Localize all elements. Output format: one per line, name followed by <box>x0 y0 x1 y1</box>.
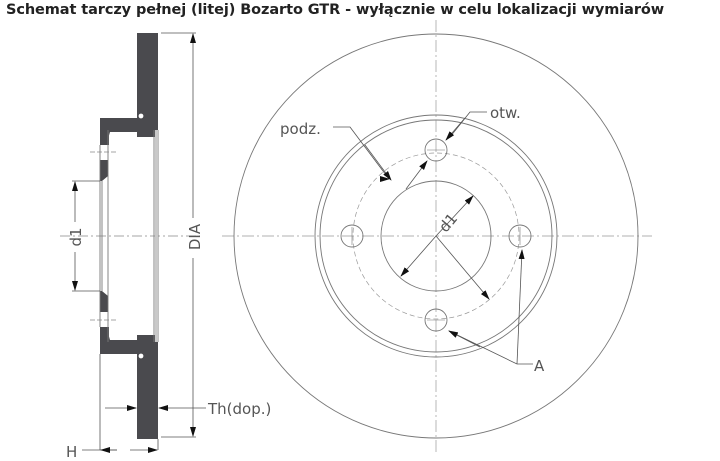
thickness-label: Th(dop.) <box>207 400 271 418</box>
pcd-dim-arrow-b <box>435 235 490 300</box>
joint-notch-bottom <box>138 353 144 359</box>
bolt-hole-label: otw. <box>490 104 521 122</box>
bolt-hole-leader <box>449 111 487 138</box>
hat-wall-top-a <box>100 118 109 145</box>
hat-bottom-flange <box>100 342 158 354</box>
bolt-hole-arrow-top <box>445 117 466 141</box>
bolt-hole-bottom <box>424 308 448 332</box>
bolt-circle <box>352 152 520 320</box>
side-view: d1 DIA Th(dop.) H <box>60 32 271 461</box>
bore-dim-arrow-a <box>435 195 474 237</box>
hat-wall-bottom-a <box>100 327 109 354</box>
a-arrow-bottom-hole <box>448 330 481 348</box>
pcd-dim-arrow-a <box>364 144 392 181</box>
disc-plate-bottom <box>137 339 158 439</box>
a-label: A <box>534 357 545 375</box>
joint-notch-top <box>138 113 144 119</box>
height-label: H <box>66 443 77 461</box>
front-view <box>222 20 652 452</box>
outer-diameter-circle <box>233 33 639 439</box>
bolt-hole-top <box>424 138 448 162</box>
hat-outer-circle <box>314 114 558 358</box>
pcd-leader <box>333 126 390 180</box>
hat-wall-top-b <box>100 160 108 181</box>
center-bore-circle <box>380 180 492 292</box>
a-leader <box>448 330 533 365</box>
bore-dim-arrow-b <box>400 235 437 277</box>
bolt-hole-arrow-bottom <box>405 160 428 190</box>
a-arrow-right-hole <box>516 249 525 365</box>
front-dimensions <box>333 111 533 365</box>
bolt-hole-right <box>508 224 532 248</box>
page-title: Schemat tarczy pełnej (litej) Bozarto GT… <box>6 2 665 18</box>
side-d1-label: d1 <box>67 227 85 246</box>
bolt-hole-left <box>340 224 364 248</box>
hat-inner-circle <box>319 119 553 353</box>
dia-label: DIA <box>186 223 204 250</box>
pcd-label: podz. <box>280 120 321 138</box>
front-d1-label: d1 <box>435 210 461 236</box>
hat-top-flange <box>100 118 158 130</box>
disc-plate-top <box>137 33 158 133</box>
hat-wall-bottom-b <box>100 291 108 312</box>
